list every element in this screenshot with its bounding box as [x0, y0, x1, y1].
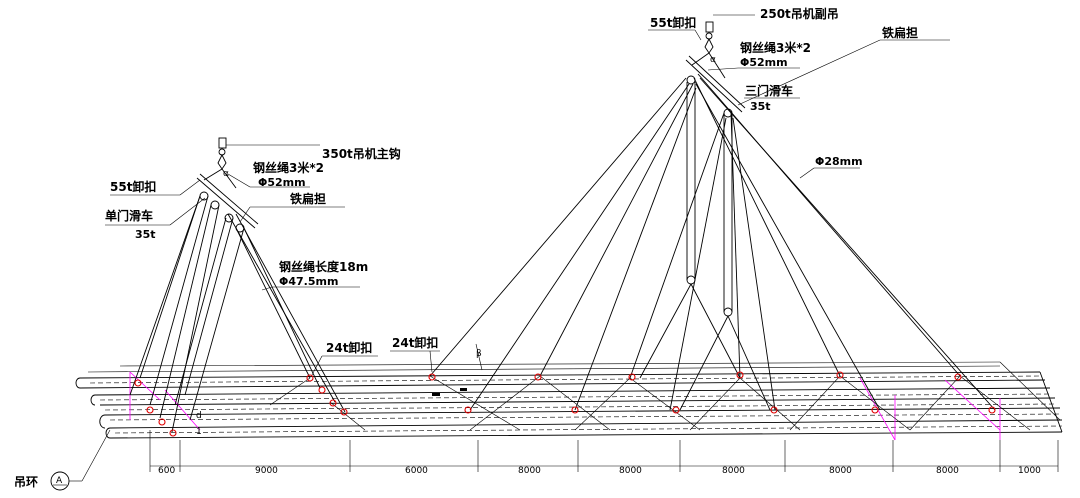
small-marks [432, 343, 483, 396]
dim-6: 8000 [829, 466, 852, 476]
label-shackle-24-a: 24t卸扣 [326, 340, 372, 355]
dimension-line: 600 9000 6000 8000 8000 8000 8000 8000 1… [149, 430, 1059, 476]
label-wire-18-dia: Φ47.5mm [279, 275, 338, 288]
dim-5: 8000 [722, 466, 745, 476]
dim-3: 8000 [518, 466, 541, 476]
dim-1: 9000 [255, 466, 278, 476]
label-wire-3m-left: 钢丝绳3米*2 [253, 160, 324, 175]
label-pulley-3: 三门滑车 [745, 83, 793, 98]
label-small-1: 1 [196, 427, 202, 437]
left-slings [129, 195, 346, 433]
label-hook-angle-left: α [223, 169, 229, 179]
label-wire-3m-right: 钢丝绳3米*2 [740, 40, 811, 55]
shackle-24-labels: 24t卸扣 24t卸扣 β d 1 [196, 335, 482, 437]
label-beta: β [476, 349, 482, 359]
label-wire-3m-right-dia: Φ52mm [740, 56, 788, 69]
right-labels: 250t吊机副吊 55t卸扣 铁扁担 钢丝绳3米*2 Φ52mm 三门滑车 35… [648, 6, 950, 179]
label-wire-18: 钢丝绳长度18m [279, 259, 368, 274]
dim-2: 6000 [405, 466, 428, 476]
ring-symbol: A [56, 476, 63, 486]
label-flat-bar-right: 铁扁担 [882, 25, 918, 40]
label-crane-350: 350t吊机主钩 [322, 146, 401, 161]
dim-7: 8000 [936, 466, 959, 476]
label-wire-28: Φ28mm [815, 155, 863, 168]
dim-0: 600 [158, 466, 175, 476]
label-shackle-24-b: 24t卸扣 [392, 335, 438, 350]
right-crane-hook [685, 21, 746, 118]
lifting-ring-callout: A 吊环 [14, 429, 111, 491]
label-wire-3m-left-dia: Φ52mm [258, 176, 306, 189]
label-lifting-ring: 吊环 [14, 475, 38, 489]
label-pulley-3-cap: 35t [750, 100, 771, 113]
pipe-bundle [75, 361, 1063, 439]
label-shackle-55-left: 55t卸扣 [110, 179, 156, 194]
label-pulley-1: 单门滑车 [105, 208, 153, 223]
right-slings [269, 73, 1031, 431]
red-shackles [134, 371, 996, 437]
left-labels: 350t吊机主钩 钢丝绳3米*2 Φ52mm 55t卸扣 铁扁担 单门滑车 35… [105, 144, 401, 291]
dim-8: 1000 [1018, 466, 1041, 476]
label-flat-bar-left: 铁扁担 [290, 191, 326, 206]
left-crane-hook [196, 137, 259, 233]
label-small-d: d [196, 411, 202, 421]
label-hook-angle-right: α [710, 55, 716, 65]
label-shackle-55-right: 55t卸扣 [650, 15, 696, 30]
dim-4: 8000 [619, 466, 642, 476]
label-pulley-1-cap: 35t [135, 228, 156, 241]
label-crane-250: 250t吊机副吊 [760, 6, 839, 21]
